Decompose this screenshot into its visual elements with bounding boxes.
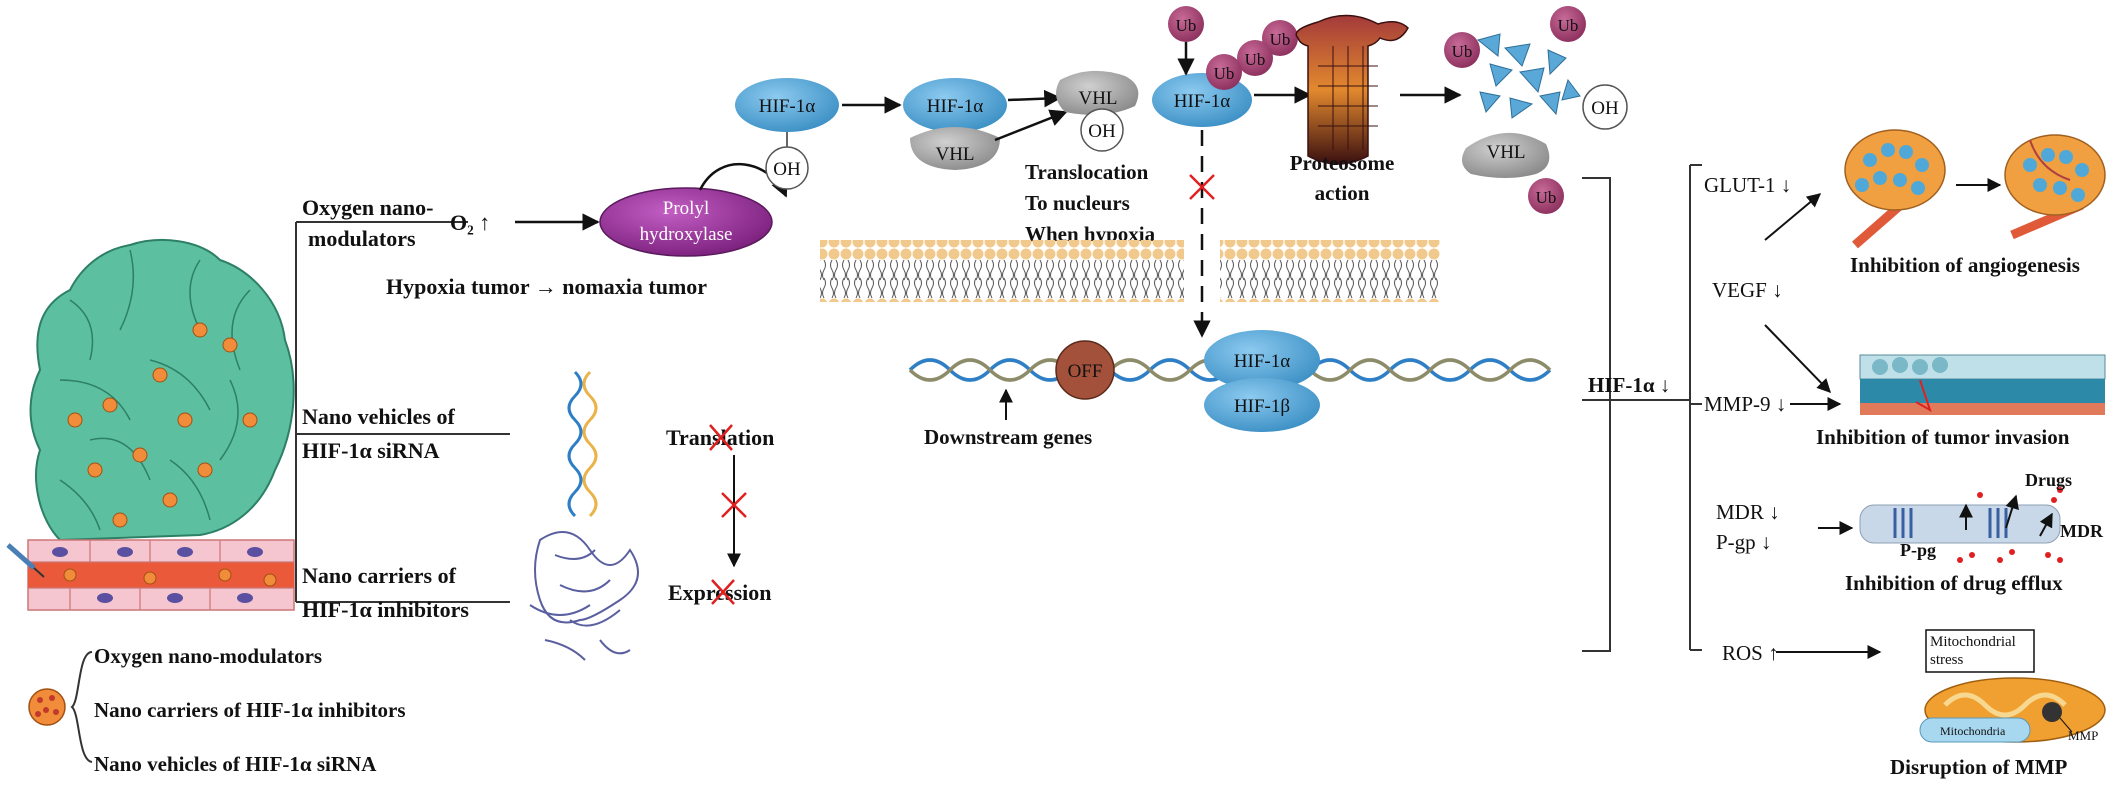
drugs-label: Drugs (2025, 470, 2072, 490)
hif-down-label: HIF-1α ↓ (1588, 373, 1670, 397)
ros-label: ROS ↑ (1722, 641, 1779, 665)
translation-block-x (709, 424, 733, 451)
strategy-bracket (295, 221, 510, 603)
ub-label-1: Ub (1176, 16, 1197, 35)
nuclear-membrane-left (820, 240, 1184, 302)
angiogenesis-after-icon (2004, 134, 2106, 240)
nuclear-membrane-right (1220, 240, 1440, 302)
hif1a-label-4: HIF-1α (1234, 351, 1290, 372)
ub-label-2: Ub (1270, 30, 1291, 49)
blocked-translocation-x (1189, 174, 1215, 200)
o2-increase-label: O₂ ↑ (450, 210, 490, 235)
oh-label-1: OH (773, 159, 801, 180)
mmp-outcome: Disruption of MMP (1890, 755, 2067, 779)
arrow-vhl-to-complex-top (1007, 89, 1062, 108)
oh-label-2: OH (1088, 121, 1116, 142)
angiogenesis-before-icon (1844, 129, 1946, 249)
ub-label-4: Ub (1214, 64, 1235, 83)
ub-label-7: Ub (1536, 188, 1557, 207)
syringe-icon (6, 543, 45, 578)
arrow-vhl-to-complex-bottom (994, 109, 1068, 142)
oh-label-3: OH (1591, 98, 1619, 119)
vegf-to-invasion-arrow (1764, 324, 1831, 394)
legend-item-sirna: Nano vehicles of HIF-1α siRNA (94, 752, 377, 776)
ub-label-3: Ub (1245, 50, 1266, 69)
legend-item-inhibitors: Nano carriers of HIF-1α inhibitors (94, 698, 406, 722)
mmp-small-label: MMP (2068, 728, 2098, 743)
ubiquitin-released: Ub Ub Ub (1444, 6, 1586, 214)
mito-stress-line1: Mitochondrial (1930, 634, 2016, 650)
vegf-label: VEGF ↓ (1712, 278, 1783, 302)
prolyl-label-line1: Prolyl (663, 198, 709, 219)
strategy-sirna-line2: HIF-1α siRNA (302, 438, 440, 463)
prolyl-hydroxylase-enzyme: Prolyl hydroxylase (599, 187, 773, 257)
effects-bracket (1582, 164, 1702, 652)
angiogenesis-outcome: Inhibition of angiogenesis (1850, 253, 2080, 277)
expression-label: Expression (668, 580, 772, 605)
strategy-oxygen-line2: modulators (308, 226, 416, 251)
hif1a-label-1: HIF-1α (759, 96, 815, 117)
degraded-hif-fragments (1476, 33, 1581, 119)
legend-item-oxygen: Oxygen nano-modulators (94, 644, 322, 668)
translocation-line1: Translocation (1025, 160, 1149, 184)
hypoxia-to-normoxia: Hypoxia tumor → nomaxia tumor (386, 274, 707, 299)
mdr-small-label: MDR (2060, 521, 2104, 541)
off-label: OFF (1068, 361, 1103, 382)
nanoparticle-icon (28, 688, 66, 726)
vhl-label-3: VHL (1486, 142, 1525, 163)
ubiquitin-cluster: Ub Ub Ub Ub (1168, 6, 1298, 90)
hif1a-hydroxylated: HIF-1α OH (735, 78, 839, 190)
efflux-outcome: Inhibition of drug efflux (1845, 571, 2063, 595)
strategy-inhibitor-line1: Nano carriers of (302, 563, 457, 588)
invasion-outcome: Inhibition of tumor invasion (1816, 425, 2070, 449)
off-switch: OFF (1055, 340, 1115, 400)
sirna-helix-icon (567, 370, 598, 518)
hif-dimer: HIF-1α HIF-1β (1204, 330, 1320, 432)
ppg-label: P-pg (1900, 540, 1936, 560)
mmp9-label: MMP-9 ↓ (1704, 392, 1786, 416)
ub-label-6: Ub (1558, 16, 1579, 35)
blood-vessel (27, 539, 295, 611)
proteasome-label-line2: action (1315, 181, 1370, 205)
strategy-oxygen-line1: Oxygen nano- (302, 195, 433, 220)
pgp-label: P-gp ↓ (1716, 530, 1771, 554)
vhl-oh-complex: VHL OH (1056, 70, 1139, 152)
vhl-label-1: VHL (935, 144, 974, 165)
mitochondrial-stress-box: Mitochondrial stress (1925, 629, 2035, 673)
translocation-line2: To nucleurs (1025, 191, 1130, 215)
strategy-sirna-line1: Nano vehicles of (302, 404, 455, 429)
vhl-label-2: VHL (1078, 88, 1117, 109)
glut1-label: GLUT-1 ↓ (1704, 173, 1791, 197)
expression-block-x (711, 579, 735, 605)
hif1a-label-3: HIF-1α (1174, 91, 1230, 112)
proteasome-icon (1295, 14, 1409, 165)
mitochondrion-icon: Mitochondria (1919, 677, 2106, 743)
hif1a-label-2: HIF-1α (927, 96, 983, 117)
ub-label-5: Ub (1452, 42, 1473, 61)
tumor-cell-cluster (29, 239, 295, 542)
drug-efflux-icon (1859, 487, 2063, 563)
prolyl-label-line2: hydroxylase (640, 224, 733, 245)
mitochondria-label: Mitochondria (1940, 724, 2006, 738)
mito-stress-line2: stress (1930, 652, 1963, 668)
nanoparticle-legend: Oxygen nano-modulators Nano carriers of … (28, 644, 406, 776)
hif1a-vhl-binding: HIF-1α VHL (903, 78, 1007, 170)
translation-middle-x (721, 492, 747, 518)
glut-to-angio-arrow (1764, 193, 1822, 241)
released-oh: OH (1582, 84, 1628, 130)
hif1b-label: HIF-1β (1234, 396, 1290, 417)
proteasome-label-line1: Proteosome (1290, 151, 1395, 175)
released-vhl: VHL (1462, 132, 1550, 178)
mdr-label: MDR ↓ (1716, 500, 1780, 524)
downstream-genes-label: Downstream genes (924, 425, 1092, 449)
strategy-inhibitor-line2: HIF-1α inhibitors (302, 597, 469, 622)
tumor-invasion-icon (1859, 354, 2106, 415)
inhibitor-protein-icon (529, 531, 639, 661)
